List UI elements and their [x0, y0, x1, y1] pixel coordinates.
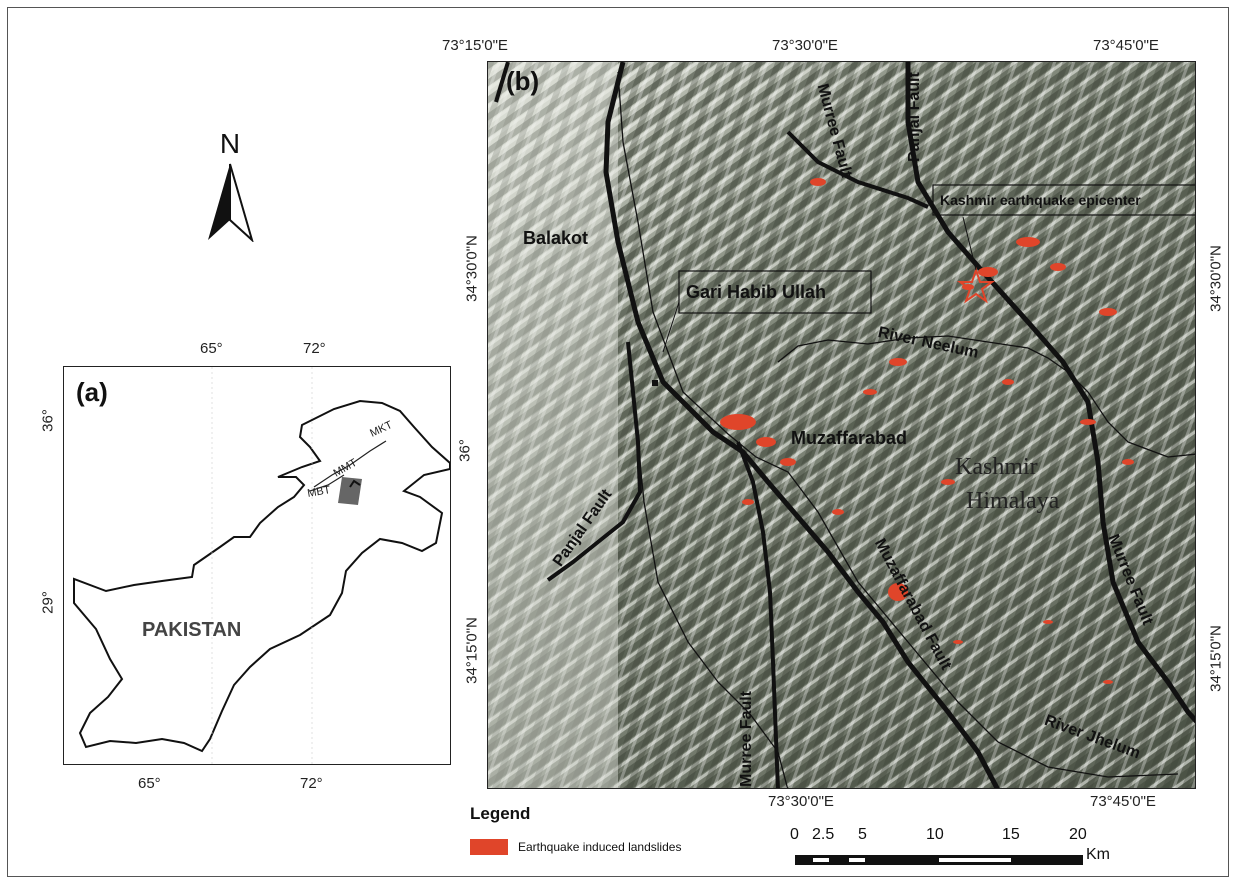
scale-tick-2-5: 2.5	[812, 826, 835, 843]
kashmir-label: Kashmir	[955, 454, 1038, 480]
panel-b-right-tick-1: 34°30'0"N	[1207, 245, 1225, 312]
panel-b-left-tick-1: 34°30'0"N	[463, 235, 481, 302]
scale-unit: Km	[1086, 846, 1110, 863]
scale-bar: 0 2.5 5 10 15 20 Km	[790, 826, 1110, 866]
gari-habib-ullah-label: Gari Habib Ullah	[686, 282, 827, 302]
panel-a-bottom-tick-1: 65°	[138, 775, 161, 792]
epicenter-star-icon	[956, 266, 996, 304]
panel-b-label: (b)	[506, 66, 540, 96]
north-arrow: N	[200, 128, 260, 243]
himalaya-label: Himalaya	[966, 488, 1060, 514]
panjal-fault-top-label: Panjal Fault	[906, 72, 923, 162]
north-label: N	[219, 128, 241, 159]
legend-item-label: Earthquake induced landslides	[518, 840, 682, 854]
panel-a-top-tick-1: 65°	[200, 340, 223, 357]
epicenter-label: Kashmir earthquake epicenter	[940, 192, 1141, 208]
panel-a-bottom-tick-2: 72°	[300, 775, 323, 792]
panel-b-terrain	[488, 62, 1195, 788]
gari-marker	[652, 380, 658, 386]
panel-a-right-tick-1: 36°	[456, 439, 474, 462]
panel-a-map: MKT MMT MBT (a) PAKISTAN	[63, 366, 451, 765]
scale-tick-20: 20	[1069, 826, 1087, 843]
figure-frame	[7, 7, 1229, 877]
legend-swatch	[470, 839, 508, 855]
north-arrow-icon	[208, 163, 254, 242]
scale-tick-10: 10	[926, 826, 944, 843]
epicenter-callout-box	[932, 184, 1195, 216]
scale-tick-5: 5	[858, 826, 867, 843]
panel-a-left-tick-2: 29°	[39, 591, 57, 614]
panel-b-map: (b) Balakot Gari Habib Ullah Muzaffaraba…	[487, 61, 1196, 789]
balakot-label: Balakot	[523, 228, 589, 248]
panel-b-top-tick-3: 73°45'0"E	[1093, 37, 1159, 54]
murree-fault-bottom-label: Murree Fault	[738, 690, 755, 787]
panel-b-top-tick-2: 73°30'0"E	[772, 37, 838, 54]
panel-b-bottom-tick-1: 73°30'0"E	[768, 793, 834, 810]
panel-a-top-tick-2: 72°	[303, 340, 326, 357]
panel-a-left-tick-1: 36°	[39, 409, 57, 432]
muzaffarabad-label: Muzaffarabad	[791, 428, 908, 448]
scale-tick-15: 15	[1002, 826, 1020, 843]
panel-a-label: (a)	[76, 377, 108, 407]
gari-callout-box	[678, 270, 872, 314]
pakistan-label: PAKISTAN	[142, 619, 242, 641]
scale-tick-0: 0	[790, 826, 799, 843]
pakistan-outline: MKT MMT MBT	[73, 367, 450, 764]
panel-b-right-tick-2: 34°15'0"N	[1207, 625, 1225, 692]
panel-b-top-tick-1: 73°15'0"E	[442, 37, 508, 54]
panel-b-left-tick-2: 34°15'0"N	[463, 617, 481, 684]
panel-a-fault-label-mbt: MBT	[306, 484, 331, 500]
legend-title: Legend	[470, 804, 531, 823]
scale-bar-graphic	[795, 855, 1083, 865]
panel-b-bottom-tick-2: 73°45'0"E	[1090, 793, 1156, 810]
